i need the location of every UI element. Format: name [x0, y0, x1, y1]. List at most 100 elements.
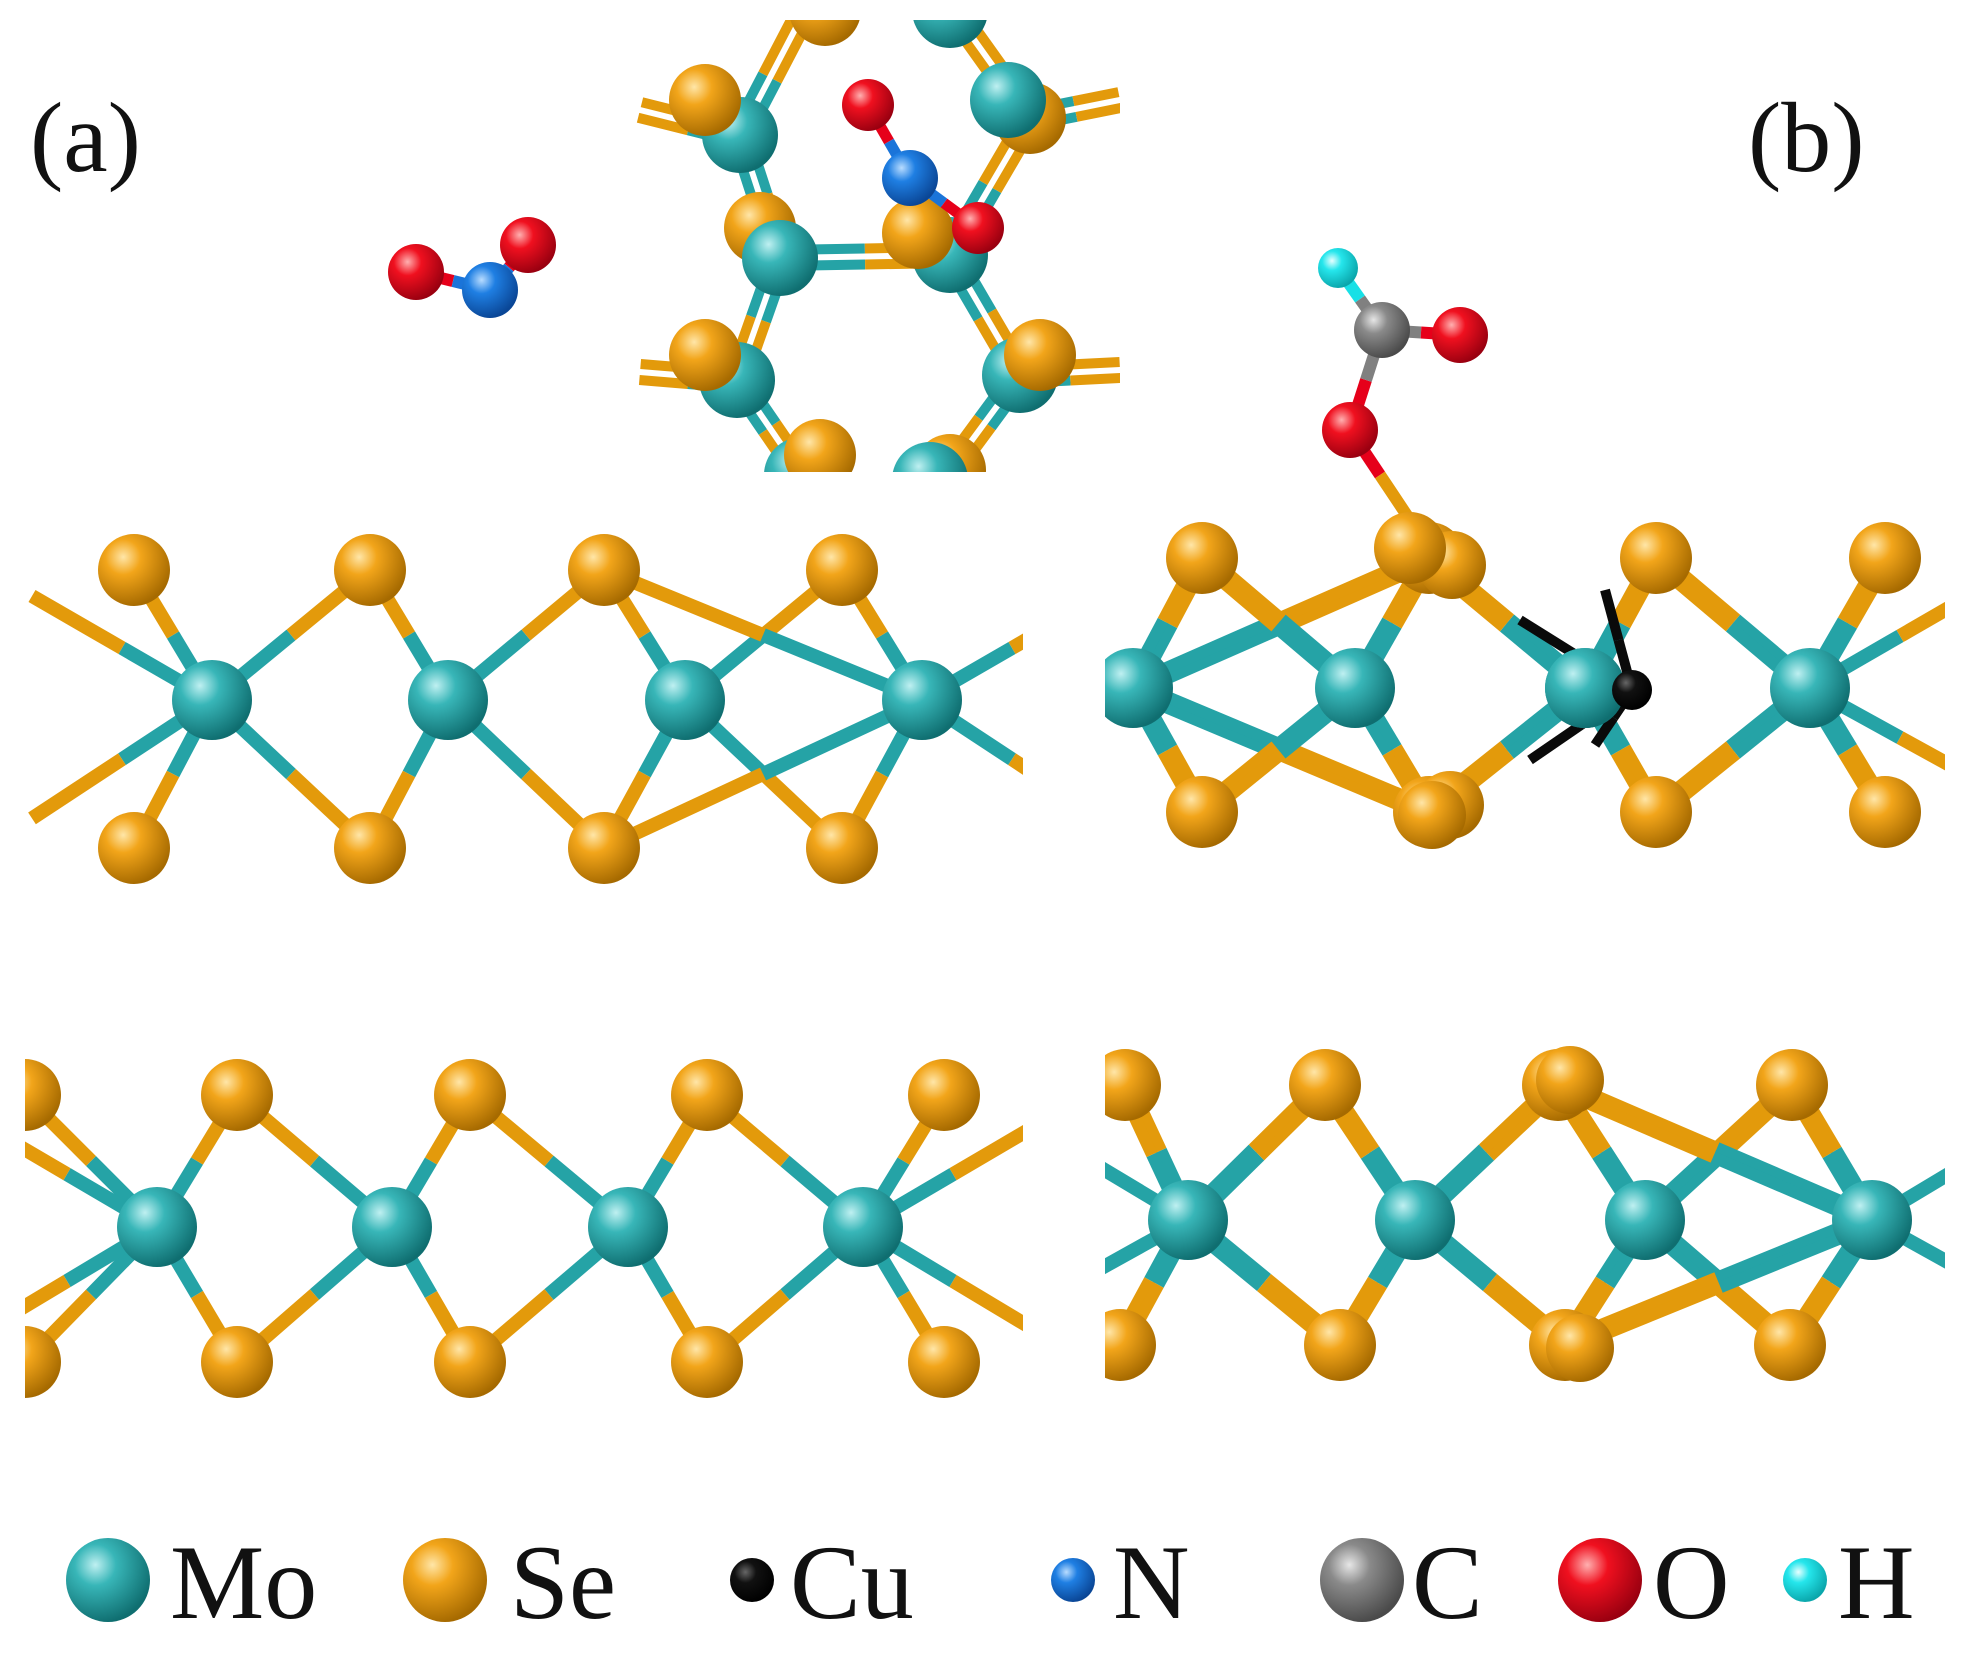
mo-atom	[1605, 1180, 1685, 1260]
mo-atom	[742, 220, 818, 296]
bond	[1896, 601, 1945, 643]
mo-atom	[1105, 648, 1173, 728]
bond	[1072, 87, 1120, 107]
mo-atom	[1148, 1180, 1228, 1260]
o-atom	[1322, 402, 1378, 458]
hcoo-adsorbate	[1318, 248, 1488, 584]
mo-atom	[1545, 648, 1625, 728]
bond	[1069, 357, 1120, 370]
legend-label-n: N	[1113, 1524, 1190, 1641]
bond	[28, 753, 126, 825]
legend-swatch-c	[1320, 1538, 1404, 1622]
mo-atom	[970, 62, 1046, 138]
bond	[636, 112, 690, 136]
panel-a-atoms	[25, 534, 980, 1398]
se-atom	[1620, 522, 1692, 594]
se-atom	[201, 1326, 273, 1398]
n-atom	[882, 150, 938, 206]
se-atom	[669, 64, 741, 136]
panel-label-b: (b)	[1748, 82, 1865, 193]
mo-atom	[882, 660, 962, 740]
bond	[28, 589, 126, 655]
mo-atom	[352, 1187, 432, 1267]
se-atom	[784, 419, 856, 472]
mo-atom	[1315, 648, 1395, 728]
bond	[1008, 753, 1023, 775]
se-atom	[334, 534, 406, 606]
bond	[1008, 633, 1023, 655]
se-atom	[1849, 522, 1921, 594]
mo-atom	[1832, 1180, 1912, 1260]
se-atom	[908, 1326, 980, 1398]
bond	[949, 1274, 1023, 1332]
bond	[1070, 373, 1120, 386]
mo-atom	[1375, 1180, 1455, 1260]
cu-bond	[1517, 615, 1579, 660]
se-atom	[201, 1059, 273, 1131]
panel-a-bilayer	[25, 534, 1023, 1398]
bond	[953, 584, 1043, 636]
legend-label-cu: Cu	[790, 1524, 914, 1641]
se-atom	[1166, 776, 1238, 848]
se-atom	[671, 1059, 743, 1131]
legend-swatch-cu	[730, 1558, 774, 1602]
se-atom	[1004, 319, 1076, 391]
mose2-top-view-inset	[636, 20, 1120, 472]
legend-swatch-mo	[66, 1538, 150, 1622]
cu-bond	[1590, 714, 1618, 748]
se-atom	[1166, 522, 1238, 594]
se-atom	[1105, 1309, 1156, 1381]
se-atom	[1546, 1314, 1614, 1382]
se-atom	[1304, 1309, 1376, 1381]
legend-label-c: C	[1412, 1524, 1483, 1641]
se-atom	[1620, 776, 1692, 848]
legend-swatch-h	[1783, 1558, 1827, 1602]
mo-atom	[172, 660, 252, 740]
bond	[1008, 1270, 1098, 1320]
mo-atom	[913, 20, 987, 48]
o-atom	[1432, 307, 1488, 363]
bond	[1896, 731, 1945, 771]
se-atom	[882, 197, 954, 269]
bond	[1962, 1112, 1967, 1166]
o-atom	[952, 202, 1004, 254]
mo-atom	[117, 1187, 197, 1267]
bond	[1075, 103, 1120, 122]
legend-label-se: Se	[510, 1524, 616, 1641]
se-atom	[790, 20, 860, 46]
no2-molecule	[388, 217, 556, 318]
inset-atoms	[669, 20, 1076, 472]
h-atom	[1318, 248, 1358, 288]
se-atom	[671, 1326, 743, 1398]
se-atom	[1374, 512, 1446, 584]
o-atom	[500, 217, 556, 273]
mo-atom	[1770, 648, 1850, 728]
bond	[25, 1141, 71, 1181]
mo-atom	[823, 1187, 903, 1267]
mo-atom	[645, 660, 725, 740]
c-atom	[1354, 302, 1410, 358]
cu-bond	[1527, 720, 1584, 765]
se-atom	[669, 319, 741, 391]
se-atom	[908, 1059, 980, 1131]
bond	[758, 20, 797, 77]
se-atom	[98, 812, 170, 884]
se-atom	[25, 1059, 61, 1131]
cu-bond	[1600, 588, 1624, 642]
panel-b-bilayer	[953, 522, 1967, 1382]
bond	[638, 374, 689, 389]
mo-atom	[892, 442, 968, 472]
legend-label-o: O	[1653, 1524, 1730, 1641]
se-atom	[434, 1326, 506, 1398]
n-atom	[462, 262, 518, 318]
se-atom	[25, 1326, 61, 1398]
cu-atom	[1612, 670, 1652, 710]
panel-label-a: (a)	[30, 82, 141, 193]
bond	[25, 1274, 71, 1315]
legend-label-h: H	[1838, 1524, 1915, 1641]
o-atom	[388, 244, 444, 300]
se-atom	[806, 812, 878, 884]
mo-atom	[588, 1187, 668, 1267]
